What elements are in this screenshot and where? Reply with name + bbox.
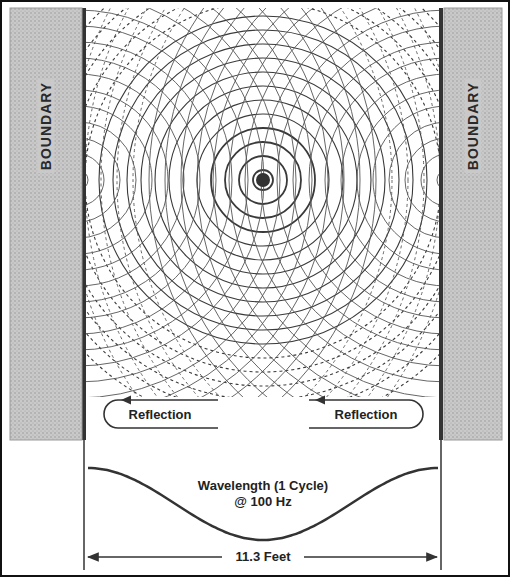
reflected-ring	[165, 8, 439, 397]
reflection-label: Reflection	[333, 407, 400, 422]
reflected-ring	[86, 8, 264, 366]
boundary-stipple	[10, 8, 82, 440]
wall-line	[439, 8, 443, 440]
reflected-ring	[213, 8, 439, 397]
wavefront-ring	[183, 100, 343, 260]
reflected-ring	[86, 8, 360, 397]
reflected-ring	[86, 8, 439, 397]
dimension-tick	[440, 440, 442, 570]
reflected-ring	[357, 90, 439, 270]
reflected-ring	[149, 8, 439, 397]
wavefront-rings	[86, 8, 439, 397]
dimension-arrow	[88, 556, 222, 558]
reflected-ring	[277, 10, 439, 350]
reflected-ring	[373, 106, 439, 254]
boundary-fill	[444, 8, 502, 440]
wavefront-ring	[113, 30, 413, 330]
boundary-panel: BOUNDARY	[10, 8, 82, 440]
reflected-ring	[325, 58, 439, 302]
reflected-wavefronts	[86, 8, 439, 397]
sound-source	[256, 173, 270, 187]
reflected-ring	[86, 42, 216, 318]
reflected-ring	[101, 8, 439, 397]
reflected-ring	[421, 154, 439, 206]
boundary-stipple	[444, 8, 502, 440]
reflection-loop: Reflection	[309, 399, 424, 429]
boundary-fill	[10, 8, 82, 440]
arrowhead	[121, 396, 131, 405]
dimension-label: 11.3 Feet	[233, 549, 294, 565]
wavefront-ring	[155, 72, 371, 288]
reflected-ring	[86, 10, 248, 350]
reflection-path	[309, 400, 423, 428]
boundary-label: BOUNDARY	[38, 79, 55, 173]
reflected-ring	[86, 8, 296, 397]
reflected-ring	[133, 8, 439, 397]
reflection-loop: Reflection	[103, 399, 218, 429]
reflection-label: Reflection	[127, 407, 194, 422]
reflected-ring	[341, 74, 439, 286]
reflected-ring	[86, 8, 439, 397]
reflected-ring	[117, 8, 439, 397]
wavelength-curve	[88, 468, 438, 540]
reflected-ring	[86, 138, 120, 222]
reflected-ring	[405, 138, 439, 222]
reflected-ring	[181, 8, 439, 397]
dimension-tick	[83, 440, 85, 570]
boundary-label: BOUNDARY	[465, 79, 482, 173]
reflected-ring	[229, 8, 439, 397]
wavefront-ring	[141, 58, 385, 302]
reflected-ring	[86, 8, 424, 397]
reflected-ring	[86, 58, 200, 302]
reflected-ring	[261, 8, 439, 366]
reflected-ring	[86, 8, 280, 382]
reflected-ring	[293, 26, 439, 334]
reflected-ring	[86, 8, 376, 397]
wavefront-ring	[211, 128, 315, 232]
wavefront-ring	[253, 170, 273, 190]
reflected-ring	[86, 26, 232, 334]
reflected-ring	[437, 170, 439, 190]
arrowhead	[315, 396, 325, 405]
reflected-ring	[86, 170, 88, 190]
reflected-ring	[86, 8, 392, 397]
dimension-arrow	[304, 556, 437, 558]
wavelength-label: Wavelength (1 Cycle) @ 100 Hz	[193, 478, 333, 510]
boundary-panel: BOUNDARY	[444, 8, 502, 440]
reflected-ring	[309, 42, 439, 318]
wall-line	[82, 8, 86, 440]
reflected-ring	[245, 8, 439, 382]
reflected-ring	[389, 122, 439, 238]
reflected-ring	[86, 122, 136, 238]
reflected-ring	[86, 8, 344, 397]
reflected-ring	[86, 106, 152, 254]
reflection-path	[104, 400, 218, 428]
